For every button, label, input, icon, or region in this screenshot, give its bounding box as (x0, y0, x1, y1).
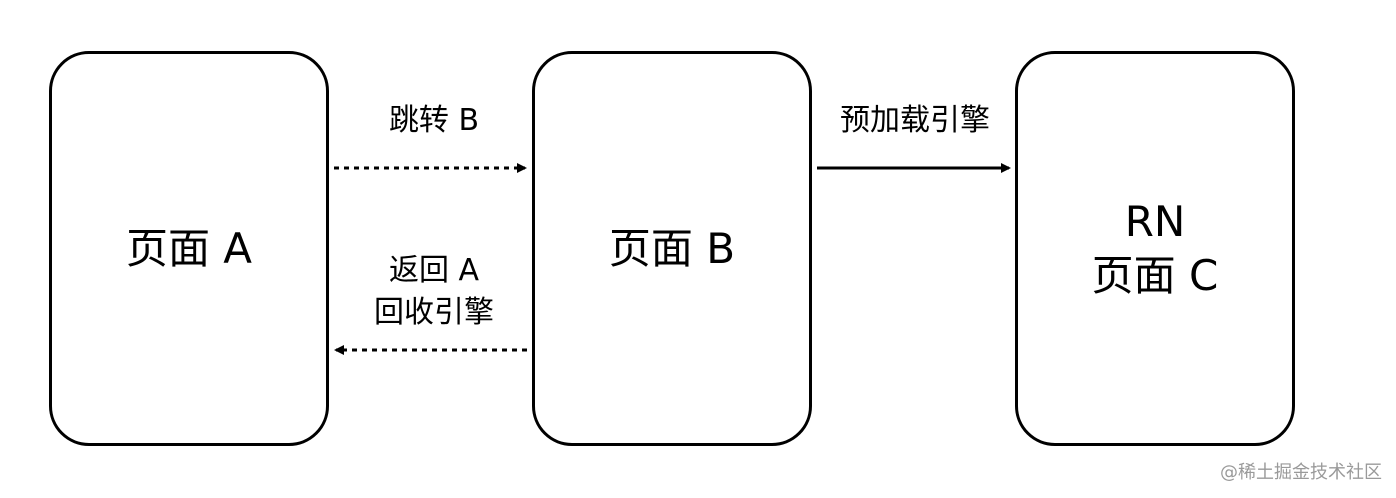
back-to-a-label: 返回 A 回收引擎 (334, 250, 534, 334)
watermark: @稀土掘金技术社区 (1220, 462, 1382, 483)
page-b-box: 页面 B (532, 51, 812, 446)
page-c-label-line-1: RN (1124, 196, 1186, 246)
back-to-a-label-line-1: 返回 A (388, 253, 480, 288)
page-c-label-line-2: 页面 C (1091, 250, 1219, 300)
page-a-box: 页面 A (49, 51, 329, 446)
page-b-label: 页面 B (608, 223, 736, 273)
jump-to-b-label: 跳转 B (388, 103, 480, 138)
back-to-a-label-line-2: 回收引擎 (374, 295, 494, 330)
preload-engine-label: 预加载引擎 (840, 103, 990, 138)
page-c-box: RN 页面 C (1015, 51, 1295, 446)
page-a-label: 页面 A (125, 223, 253, 273)
page-c-label: RN 页面 C (1092, 195, 1219, 303)
